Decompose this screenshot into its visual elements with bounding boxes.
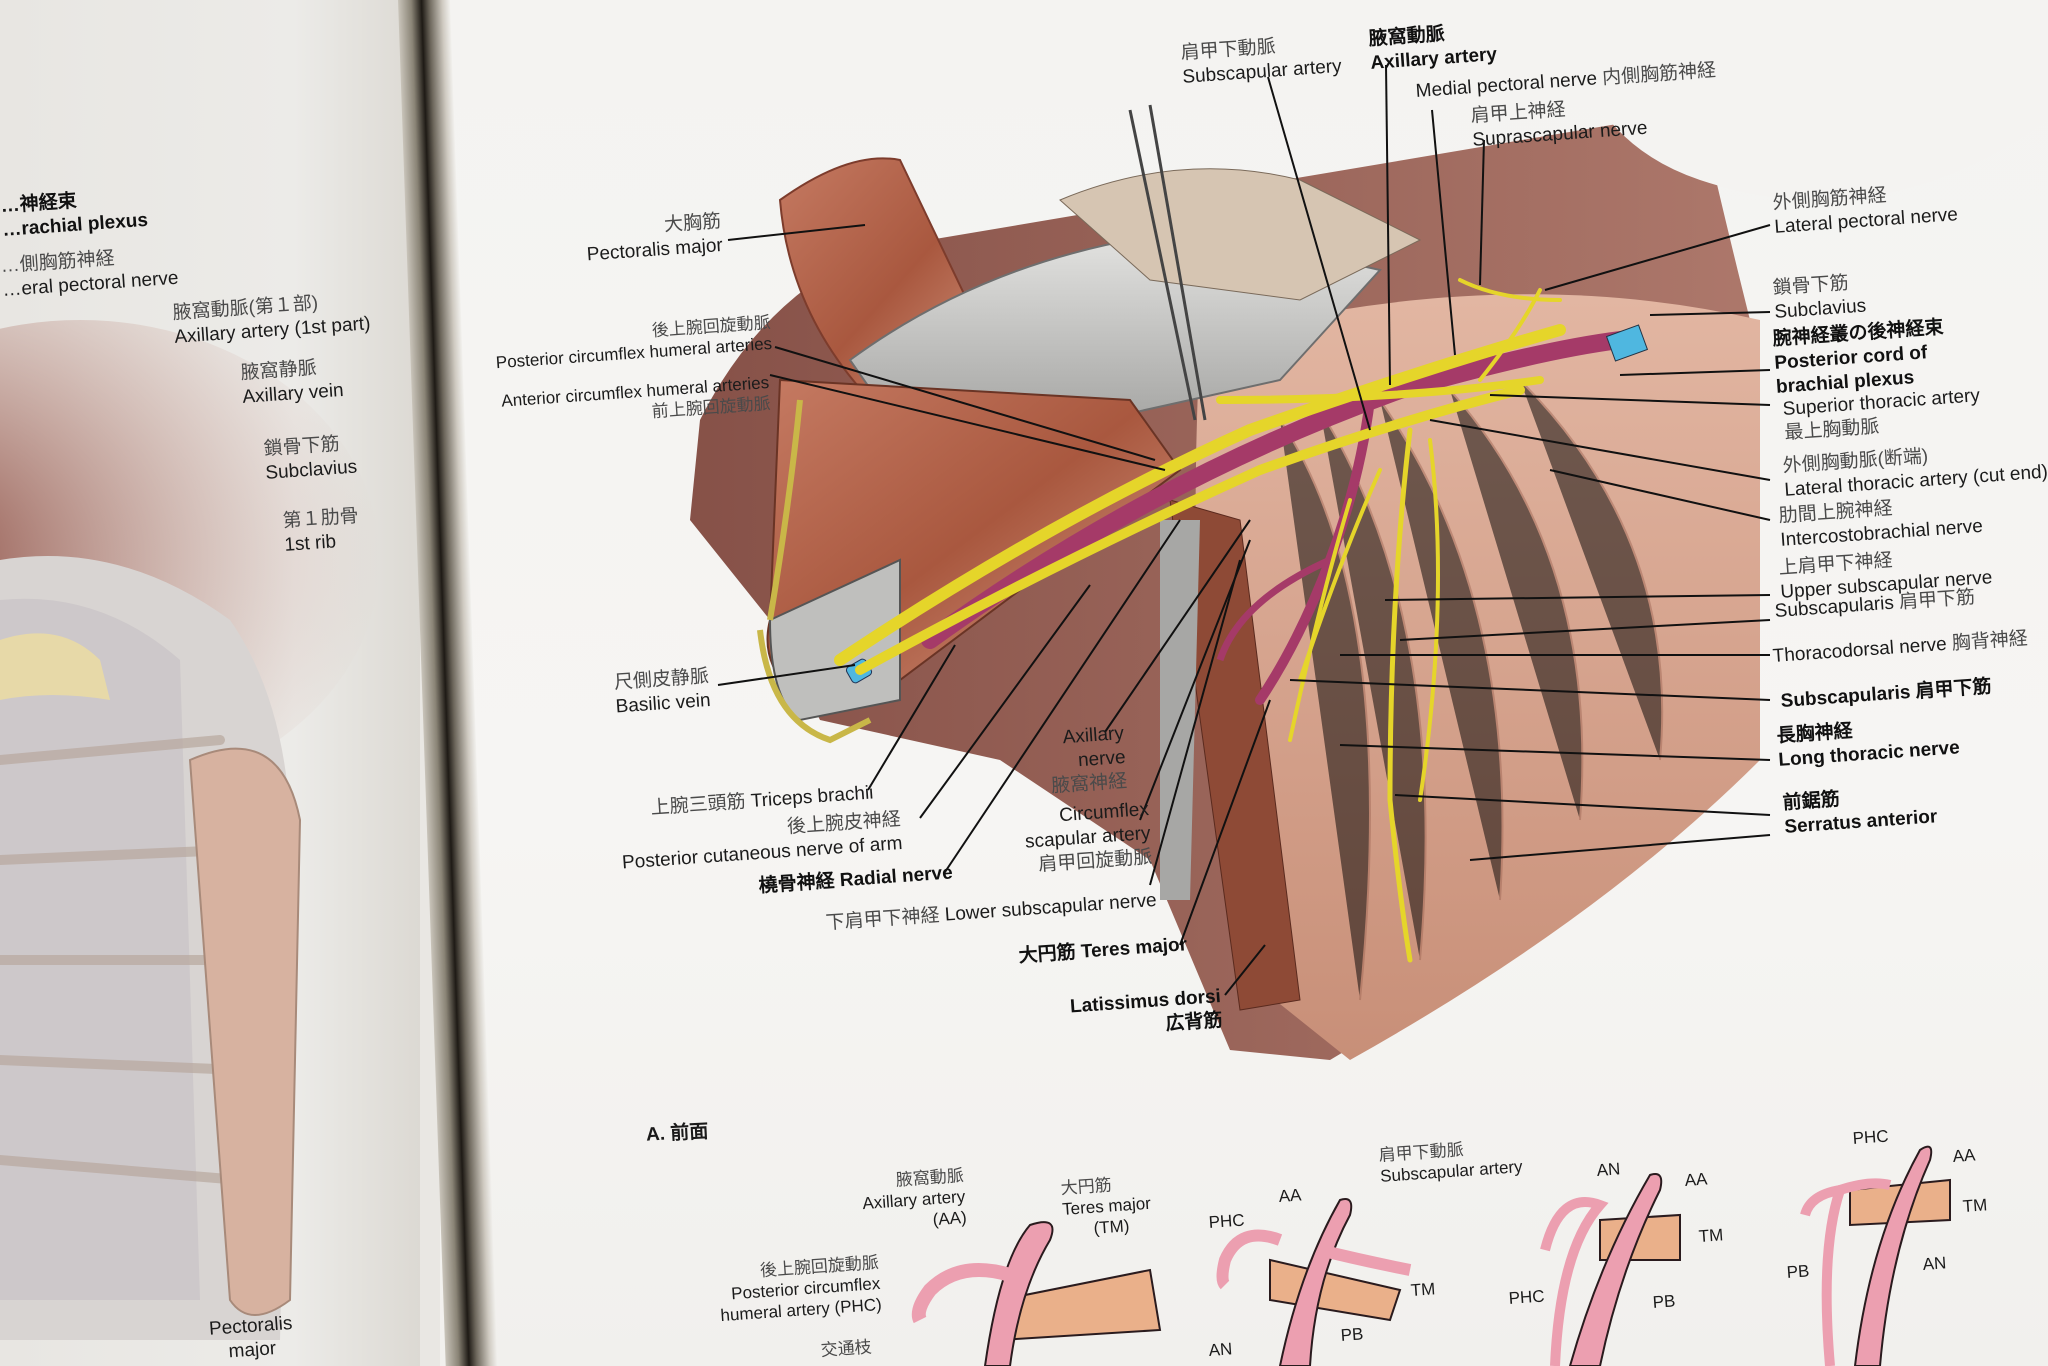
v1-label-phc: 後上腕回旋動脈 Posterior circumflex humeral art…: [719, 1252, 883, 1326]
v1-label-axillary-artery: 腋窩動脈 Axillary artery (AA): [861, 1165, 968, 1230]
label-axillary-nerve: Axillary nerve 腋窩神経: [1050, 722, 1128, 798]
label-1st-rib: 第１肋骨 1st rib: [282, 505, 360, 556]
label-circumflex-scapular-artery: Circumflex scapular artery 肩甲回旋動脈: [1024, 798, 1153, 876]
label-subclavius-left: 鎖骨下筋 Subclavius: [263, 433, 358, 484]
v4-abbr-an: AN: [1922, 1253, 1947, 1274]
v3-abbr-pb: PB: [1652, 1291, 1677, 1312]
v3-abbr-aa: AA: [1684, 1169, 1709, 1190]
label-axillary-artery: 腋窩動脈 Axillary artery: [1368, 23, 1498, 74]
v2-abbr-aa: AA: [1278, 1185, 1303, 1206]
v2-abbr-phc: PHC: [1208, 1210, 1246, 1232]
label-brachial-plexus-cord: …神経束 …rachial plexus: [0, 190, 149, 241]
variant-diagrams: [911, 1145, 1951, 1366]
v4-abbr-tm: TM: [1962, 1195, 1988, 1216]
v3-abbr-an: AN: [1596, 1159, 1621, 1180]
v3-abbr-tm: TM: [1698, 1225, 1724, 1246]
v4-abbr-phc: PHC: [1852, 1126, 1890, 1148]
label-basilic-vein: 尺側皮静脈 Basilic vein: [613, 665, 712, 718]
left-page-art: [0, 320, 380, 1340]
v2-abbr-an: AN: [1208, 1339, 1233, 1360]
v3-abbr-phc: PHC: [1508, 1286, 1546, 1308]
v4-abbr-aa: AA: [1952, 1145, 1977, 1166]
v2-abbr-tm: TM: [1410, 1279, 1436, 1300]
v1-label-communicating-branch: 交通枝: [820, 1337, 873, 1360]
label-pectoralis-major-left: Pectoralis major: [208, 1312, 294, 1363]
label-axillary-vein: 腋窩静脈 Axillary vein: [240, 357, 345, 408]
main-dissection: [690, 0, 2048, 1060]
v4-abbr-pb: PB: [1786, 1261, 1811, 1282]
leader-lines: [717, 64, 1771, 996]
label-pectoralis-major: 大胸筋 Pectoralis major: [585, 210, 724, 266]
figure-caption: A. 前面: [645, 1121, 709, 1146]
label-subclavius: 鎖骨下筋 Subclavius: [1772, 272, 1867, 323]
v1-label-teres-major: 大円筋 Teres major (TM): [1060, 1175, 1152, 1238]
v2-abbr-pb: PB: [1340, 1324, 1365, 1345]
